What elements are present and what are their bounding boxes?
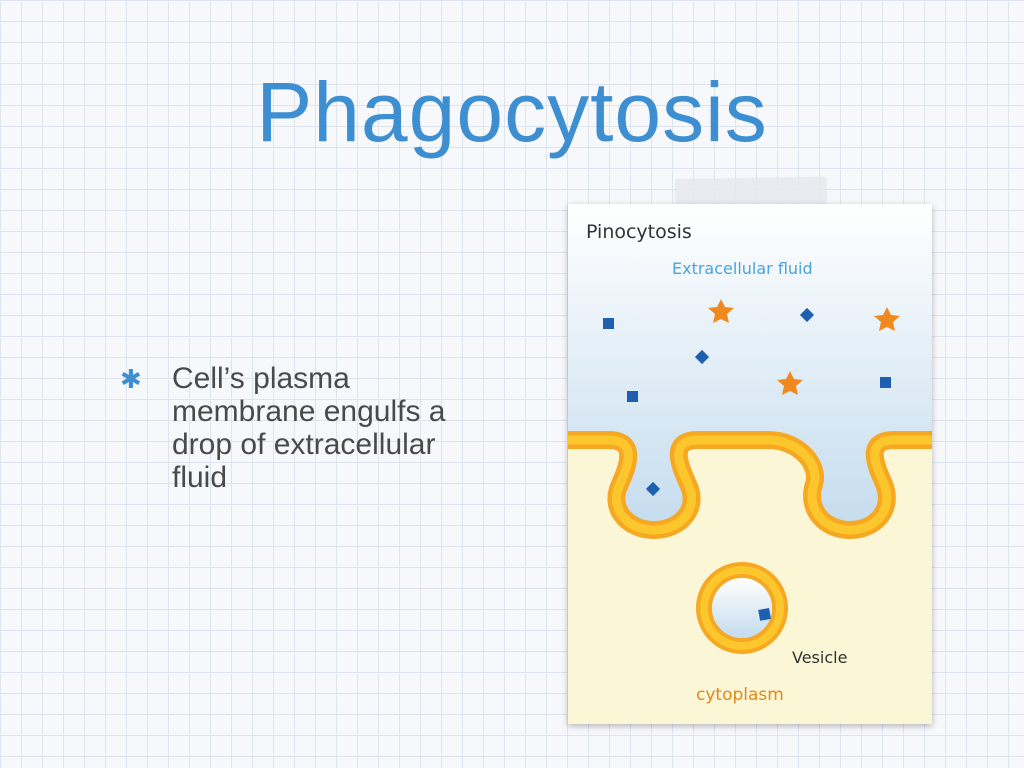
particle-star: [777, 371, 803, 395]
figure-title: Pinocytosis: [586, 221, 692, 243]
particle-star: [874, 307, 900, 331]
pinocytosis-diagram: [568, 204, 932, 724]
bullet-text: Cell’s plasma membrane engulfs a drop of…: [172, 362, 446, 494]
pocket-fill: [568, 204, 932, 530]
vesicle-fluid: [712, 578, 772, 638]
cytoplasm-label: cytoplasm: [696, 685, 784, 705]
particle-square: [880, 377, 891, 388]
vesicle-label: Vesicle: [792, 648, 848, 667]
slide-title: Phagocytosis: [256, 65, 768, 159]
particle-square: [603, 318, 614, 329]
plasma-membrane-inner: [568, 435, 932, 535]
particle-diamond: [694, 349, 710, 365]
particle-star: [708, 299, 734, 323]
vesicle-inner: [700, 566, 784, 650]
particle-diamond: [799, 307, 815, 323]
particle-square: [758, 608, 771, 621]
pinocytosis-figure: Pinocytosis Extracellular fluid Vesicle …: [568, 204, 932, 724]
particle-diamond: [645, 481, 661, 497]
particle-square: [627, 391, 638, 402]
asterisk-bullet-icon: ✱: [120, 364, 142, 394]
extracellular-fluid-label: Extracellular fluid: [672, 259, 813, 278]
